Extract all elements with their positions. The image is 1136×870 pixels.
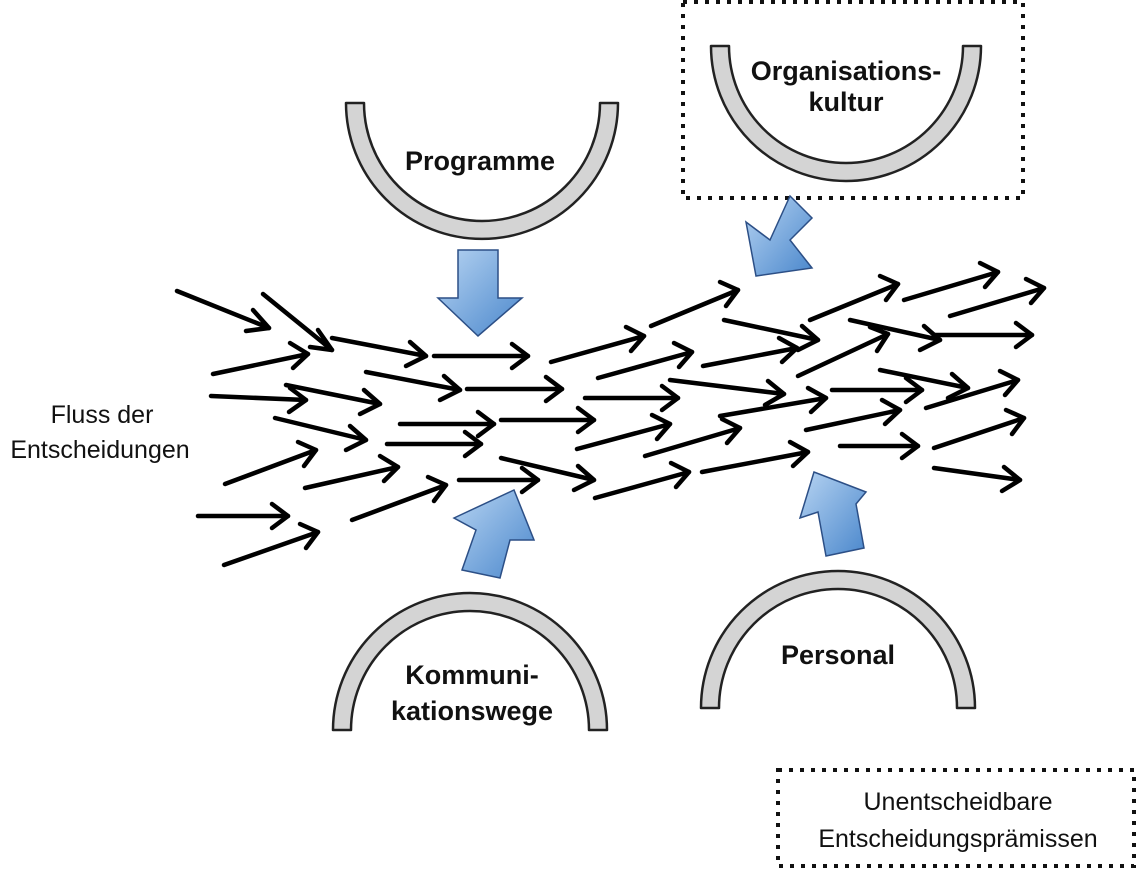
flow-arrow	[174, 288, 272, 334]
flow-arrow	[329, 335, 429, 369]
flow-arrow	[700, 335, 800, 369]
legend-label-line1: Unentscheidbare	[863, 788, 1052, 816]
flow-arrow	[795, 324, 891, 379]
flow-arrow	[349, 474, 449, 523]
flow-arrow	[582, 383, 681, 413]
flow-arrow	[837, 431, 921, 461]
flow-arrow	[210, 340, 311, 377]
organisationskultur-dotted-box	[681, 0, 1025, 200]
flow-arrow	[847, 317, 943, 353]
flow-arrow	[642, 416, 743, 459]
flow-arrow	[829, 375, 925, 405]
legend-label-line2: Entscheidungsprämissen	[818, 825, 1097, 853]
organisationskultur-label-line1: Organisations-	[751, 56, 942, 86]
flow-arrow	[574, 412, 673, 452]
organisationskultur-influence-arrow	[744, 194, 814, 277]
flow-arrow	[431, 341, 531, 371]
flow-arrow	[648, 279, 741, 329]
kommunikationswege-arc	[331, 591, 609, 732]
flow-arrow	[699, 439, 811, 475]
organisationskultur-label-line2: kultur	[808, 87, 883, 117]
flow-arrow	[272, 415, 369, 453]
flow-arrow	[384, 429, 484, 459]
fluss-label-line1: Fluss der	[51, 401, 154, 429]
personal-influence-arrow	[798, 471, 868, 557]
flow-arrow	[807, 273, 901, 323]
flow-arrow	[195, 501, 291, 531]
flow-arrow	[803, 397, 903, 433]
flow-arrow	[877, 367, 971, 401]
flow-arrow	[260, 291, 335, 353]
programme-label: Programme	[405, 146, 555, 176]
flow-arrow	[931, 407, 1027, 451]
personal-arc	[699, 569, 977, 710]
flow-arrow	[548, 324, 647, 365]
programme-arc	[344, 101, 620, 241]
programme-influence-arrow	[436, 249, 525, 338]
flow-arrow	[498, 405, 597, 435]
flow-arrow	[208, 385, 309, 415]
legend-dotted-box	[776, 768, 1136, 868]
flow-arrow	[456, 465, 541, 495]
flow-arrow	[498, 455, 597, 493]
flow-arrow	[363, 369, 463, 403]
flow-arrow	[901, 260, 1001, 303]
flow-arrow	[302, 453, 401, 491]
flow-arrow	[721, 317, 821, 353]
flow-arrow	[667, 377, 787, 408]
flow-arrow	[595, 340, 695, 381]
decision-flow-arrows	[174, 260, 1047, 568]
kommunikationswege-influence-arrow	[452, 488, 536, 579]
flow-arrow	[931, 464, 1023, 494]
flow-arrow	[283, 382, 383, 417]
fluss-label-line2: Entscheidungen	[10, 436, 189, 464]
flow-arrow	[222, 439, 319, 487]
kommunikationswege-label-line2: kationswege	[391, 696, 553, 726]
flow-arrow	[464, 374, 565, 404]
kommunikationswege-label-line1: Kommuni-	[405, 660, 538, 690]
personal-label: Personal	[781, 640, 895, 670]
flow-arrow	[592, 460, 692, 501]
flow-arrow	[221, 521, 321, 568]
flow-arrow	[947, 276, 1047, 319]
flow-arrow	[923, 368, 1021, 411]
organisationskultur-arc	[709, 44, 983, 183]
flow-arrow	[397, 409, 497, 439]
flow-arrow	[717, 385, 829, 419]
flow-arrow	[931, 320, 1035, 350]
